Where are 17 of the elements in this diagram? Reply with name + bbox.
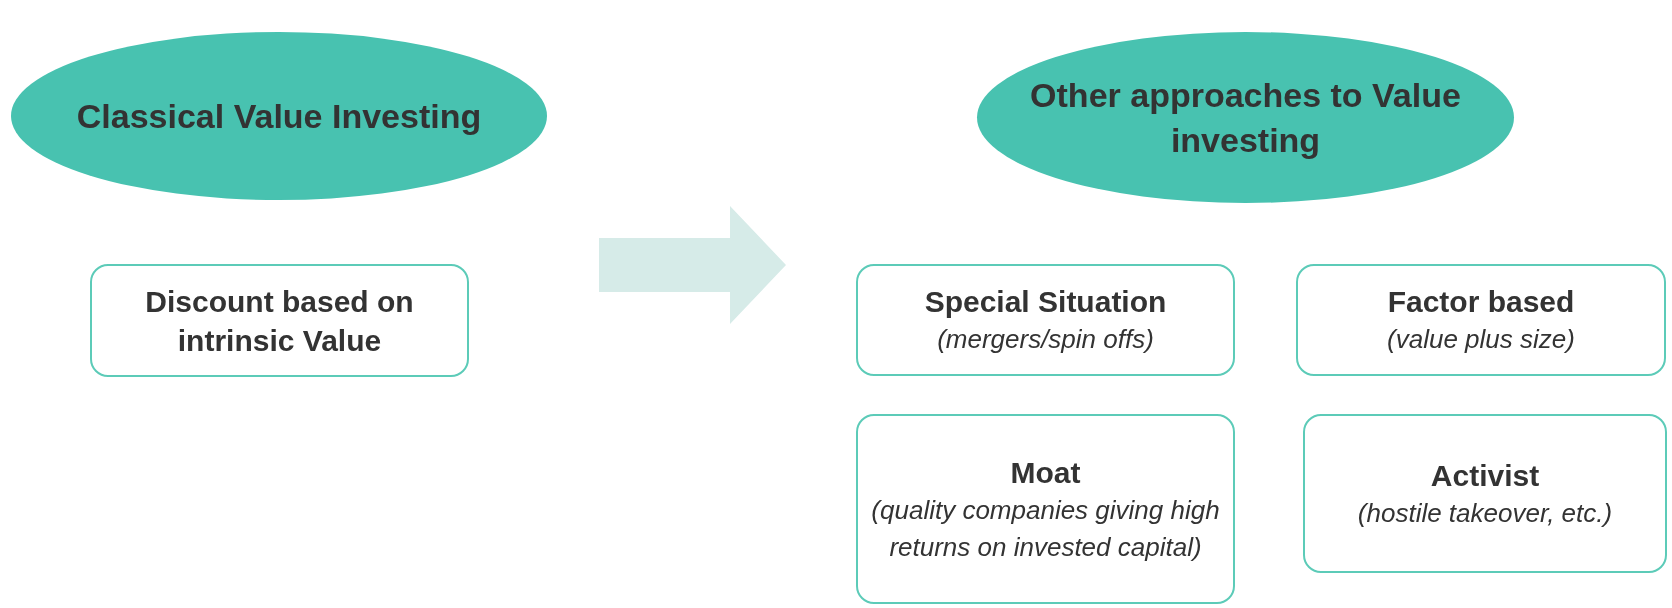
node-title: Classical Value Investing <box>76 95 482 137</box>
node-title: Discount based on intrinsic Value <box>144 283 415 359</box>
node-title: Special Situation <box>924 284 1167 321</box>
rounded-box <box>1296 264 1666 376</box>
node-subtitle: (quality companies giving high returns on invested capital) <box>870 494 1221 564</box>
node-subtitle: (mergers/spin offs) <box>937 323 1154 357</box>
block-arrow <box>599 206 786 324</box>
node-subtitle: (hostile takeover, etc.) <box>1357 496 1613 530</box>
node-title: Moat <box>1010 455 1081 492</box>
rounded-box <box>90 264 469 377</box>
rounded-box <box>1303 414 1667 573</box>
node-title: Activist <box>1430 457 1540 494</box>
node-title: Factor based <box>1387 284 1575 321</box>
node-subtitle: (value plus size) <box>1387 323 1575 357</box>
rounded-box <box>856 414 1235 604</box>
rounded-box <box>856 264 1235 376</box>
node-title: Other approaches to Value investing <box>1029 75 1462 161</box>
